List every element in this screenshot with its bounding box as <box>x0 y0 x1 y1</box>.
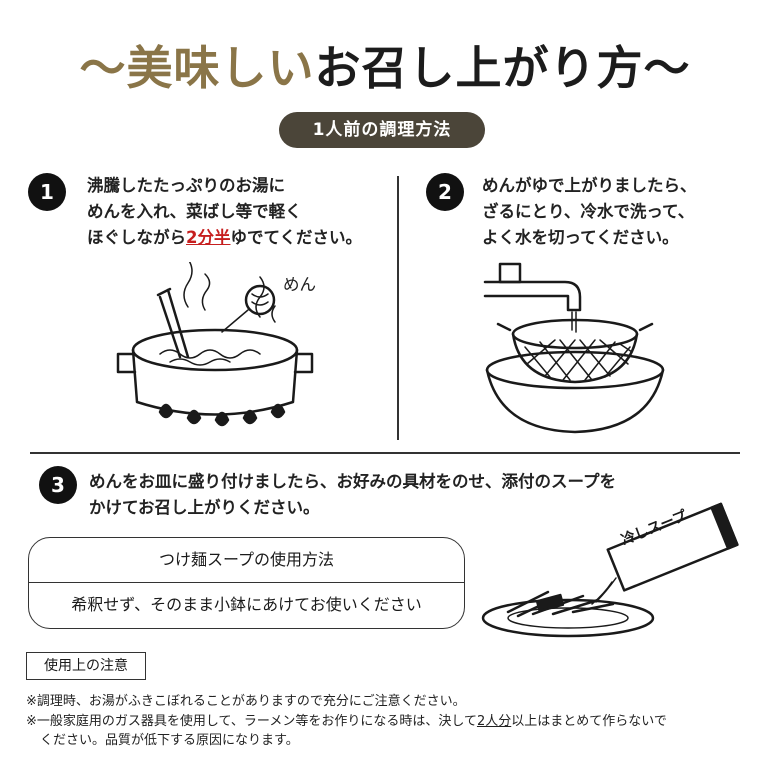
step-3-line-1: めんをお皿に盛り付けましたら、お好みの具材をのせ、添付のスープを <box>89 472 617 491</box>
step-1-line-3-before: ほぐしながら <box>87 228 186 247</box>
step-1-time-highlight: 2分半 <box>186 228 231 247</box>
step-2-line-1: めんがゆで上がりましたら、 <box>482 176 697 195</box>
caution-note-2: ※一般家庭用のガス器具を使用して、ラーメン等をお作りになる時は、決して2人分以上… <box>26 712 667 732</box>
horizontal-divider <box>30 452 740 454</box>
vertical-divider <box>397 176 399 440</box>
step-1-line-2: めんを入れ、菜ばし等で軽く <box>87 202 302 221</box>
title-part-1: 〜美味しい <box>79 41 315 95</box>
step-1-text: 沸騰したたっぷりのお湯に めんを入れ、菜ばし等で軽く ほぐしながら2分半ゆでてく… <box>87 173 362 251</box>
noodle-label: めん <box>283 275 316 294</box>
step-1-line-3-after: ゆでてください。 <box>230 228 362 247</box>
colander-illustration <box>483 262 665 434</box>
step-2-number: 2 <box>426 173 464 211</box>
boiling-pot-illustration <box>116 262 314 427</box>
soup-usage-box: つけ麺スープの使用方法 希釈せず、そのまま小鉢にあけてお使いください <box>28 537 465 629</box>
step-2-line-2: ざるにとり、冷水で洗って、 <box>482 202 695 221</box>
caution-note-2-before: ※一般家庭用のガス器具を使用して、ラーメン等をお作りになる時は、決して <box>26 714 477 729</box>
step-1-number: 1 <box>28 173 66 211</box>
step-2-line-3: よく水を切ってください。 <box>482 228 679 247</box>
caution-note-2-line-2: ください。品質が低下する原因になります。 <box>40 733 299 748</box>
page-title: 〜美味しいお召し上がり方〜 <box>0 38 770 98</box>
caution-note-2-after: 以上はまとめて作らないで <box>511 714 667 729</box>
subtitle-badge: 1人前の調理方法 <box>279 112 485 148</box>
step-2-text: めんがゆで上がりましたら、 ざるにとり、冷水で洗って、 よく水を切ってください。 <box>482 173 697 251</box>
step-1-line-1: 沸騰したたっぷりのお湯に <box>87 176 285 195</box>
caution-note-2-highlight: 2人分 <box>476 714 512 729</box>
soup-usage-instruction: 希釈せず、そのまま小鉢にあけてお使いください <box>71 595 422 614</box>
soup-usage-heading: つけ麺スープの使用方法 <box>29 538 464 583</box>
caution-heading: 使用上の注意 <box>26 652 146 680</box>
plate-soup-illustration <box>481 502 739 638</box>
step-3-text: めんをお皿に盛り付けましたら、お好みの具材をのせ、添付のスープを かけてお召し上… <box>89 469 616 521</box>
caution-note-1: ※調理時、お湯がふきこぼれることがありますので充分にご注意ください。 <box>26 694 466 709</box>
step-3-line-2: かけてお召し上がりください。 <box>89 498 320 517</box>
step-1-line-3: ほぐしながら2分半ゆでてください。 <box>87 225 362 251</box>
step-3-number: 3 <box>39 466 77 504</box>
title-part-2: お召し上がり方〜 <box>314 41 691 95</box>
